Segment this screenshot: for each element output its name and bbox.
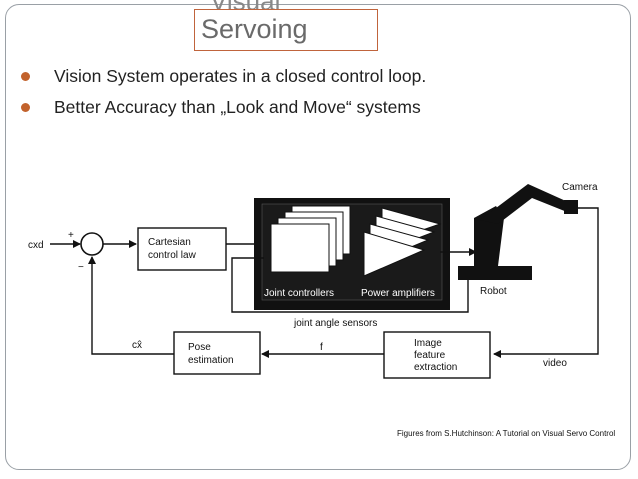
camera-body (564, 200, 578, 214)
feedback-arrow (88, 256, 174, 355)
pose-label-2: estimation (188, 355, 234, 366)
figure-caption: Figures from S.Hutchinson: A Tutorial on… (397, 429, 616, 438)
joint-sensor-loop (231, 257, 469, 313)
pose-estimation-block (173, 331, 261, 375)
joint-controller-card (270, 223, 330, 273)
diagram-svg: cxd + − Cartesian control law Joint cont… (28, 182, 599, 379)
bullet-dot-icon (21, 72, 30, 81)
power-amplifiers-label: Power amplifiers (361, 288, 435, 299)
pose-label-1: Pose (188, 342, 211, 353)
cartesian-label-2: control law (148, 250, 197, 261)
f-label: f (320, 342, 323, 353)
slide-title-box: Servoing (194, 9, 378, 51)
input-label: cxd (28, 240, 44, 251)
joint-controllers-label: Joint controllers (264, 288, 334, 299)
visual-servo-diagram: cxd + − Cartesian control law Joint cont… (28, 168, 632, 386)
slide-frame (5, 4, 631, 470)
robot-base (458, 266, 532, 280)
slide-title: Servoing (201, 14, 308, 44)
bullet-text: Better Accuracy than „Look and Move“ sys… (54, 97, 421, 117)
summing-junction (80, 232, 104, 256)
minus-sign: − (78, 262, 84, 273)
bullet-item: Vision System operates in a closed contr… (20, 64, 426, 95)
robot-label: Robot (480, 286, 507, 297)
image-label-3: extraction (414, 362, 457, 373)
video-arrow (493, 207, 599, 358)
cartesian-control-block (137, 227, 227, 271)
plus-sign: + (68, 230, 74, 241)
cartesian-label-1: Cartesian (148, 237, 191, 248)
bullet-item: Better Accuracy than „Look and Move“ sys… (20, 95, 426, 126)
image-feature-block (383, 331, 491, 379)
robot-upper-arm (480, 184, 572, 224)
bullet-list: Vision System operates in a closed contr… (20, 64, 426, 126)
bullet-dot-icon (21, 103, 30, 112)
image-label-1: Image (414, 338, 442, 349)
camera-label: Camera (562, 182, 598, 193)
joint-angle-sensors-label: joint angle sensors (293, 318, 377, 329)
image-label-2: feature (414, 350, 446, 361)
bullet-text: Vision System operates in a closed contr… (54, 66, 427, 86)
video-label: video (543, 358, 567, 369)
amplifier-triangle (363, 231, 426, 277)
feedback-label: cx̂ (132, 339, 142, 351)
